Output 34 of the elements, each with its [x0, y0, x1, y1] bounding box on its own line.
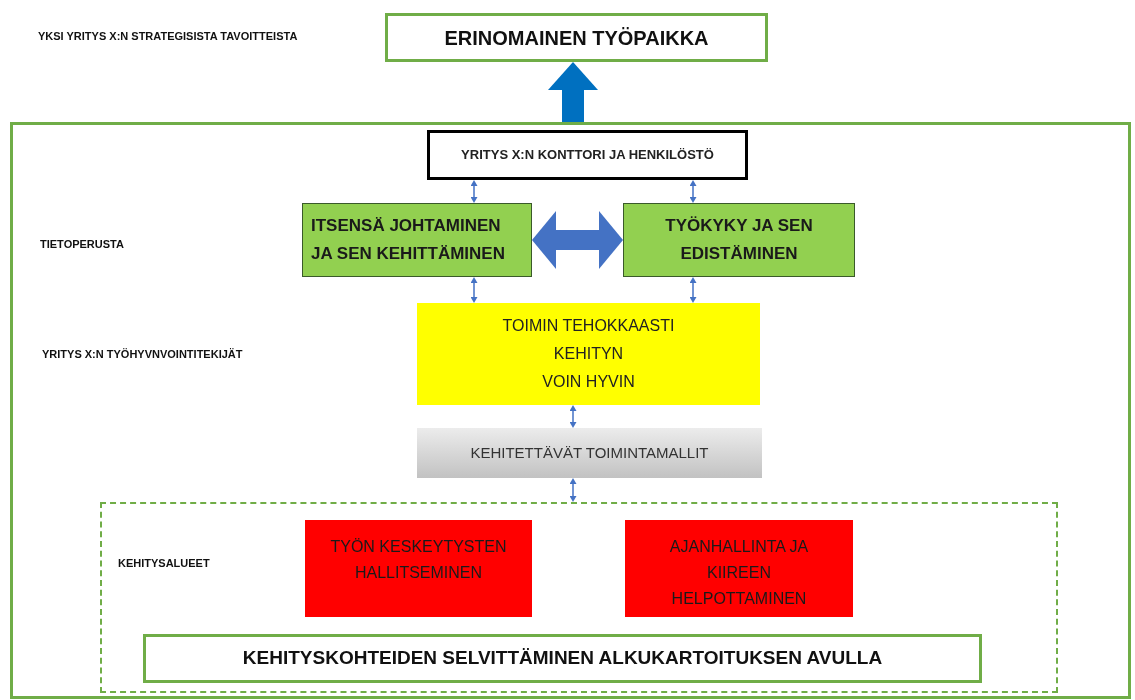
double-arrow	[569, 478, 577, 502]
box-text: YRITYS X:N KONTTORI JA HENKILÖSTÖ	[461, 146, 714, 165]
section-label: YRITYS X:N TYÖHYVNVOINTITEKIJÄT	[42, 347, 243, 362]
area-box	[305, 520, 532, 617]
double-arrow	[470, 180, 478, 203]
box-text: KEHITYN	[553, 344, 624, 364]
box-text: ITSENSÄ JOHTAMINEN JA SEN KEHITTÄMINEN	[311, 215, 506, 265]
section-label: TIETOPERUSTA	[40, 237, 124, 252]
box-text: TYÖN KESKEYTYSTEN HALLITSEMINEN	[329, 537, 508, 583]
box-text: AJANHALLINTA JA KIIREEN HELPOTTAMINEN	[668, 537, 810, 609]
outer-frame	[10, 122, 1131, 699]
double-arrow	[689, 277, 697, 303]
section-label: YKSI YRITYS X:N STRATEGISISTA TAVOITTEISTA	[38, 29, 298, 44]
goal-text: ERINOMAINEN TYÖPAIKKA	[444, 25, 709, 51]
double-arrow	[470, 277, 478, 303]
double-arrow	[569, 405, 577, 428]
block-arrow	[548, 62, 598, 122]
goal-box	[385, 13, 768, 62]
process-box	[417, 428, 762, 478]
box-text: KEHITYSKOHTEIDEN SELVITTÄMINEN ALKUKARTOITUKSEN AVULLA	[242, 646, 883, 671]
block-arrow	[532, 211, 623, 269]
box-text: TOIMIN TEHOKKAASTI	[502, 316, 675, 336]
section-label: KEHITYSALUEET	[118, 556, 210, 571]
factor-box	[417, 303, 760, 405]
box-text: TYÖKYKY JA SEN EDISTÄMINEN	[664, 215, 814, 265]
area-box	[625, 520, 853, 617]
process-box	[302, 203, 532, 277]
method-box	[143, 634, 982, 683]
double-arrow	[689, 180, 697, 203]
process-box	[623, 203, 855, 277]
box-text: KEHITETTÄVÄT TOIMINTAMALLIT	[470, 442, 709, 463]
dashed-frame	[100, 502, 1058, 693]
box-text: VOIN HYVIN	[542, 372, 635, 392]
process-box	[427, 130, 748, 180]
